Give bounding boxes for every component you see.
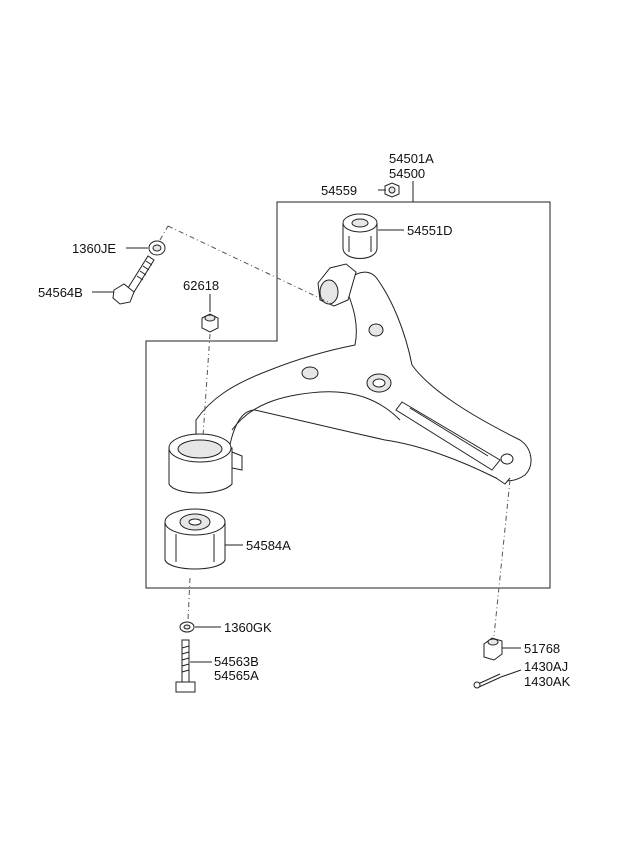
washer-1360JE [148, 240, 166, 256]
lower-control-arm [195, 271, 532, 485]
label-54500: 54500 [389, 166, 425, 181]
cotter-pin-1430AJ [473, 673, 502, 689]
bolt-54564B [112, 255, 155, 305]
front-bushing-housing [168, 433, 243, 494]
rear-bushing-in-arm [317, 263, 357, 307]
bushing-54584A [164, 508, 226, 570]
label-54563B: 54563B [214, 654, 259, 669]
bolt-54563B [175, 639, 196, 693]
label-1360GK: 1360GK [224, 620, 272, 635]
label-1430AK: 1430AK [524, 674, 571, 689]
nut-51768 [483, 637, 503, 661]
washer-1360GK [179, 621, 195, 633]
assembly-outline [145, 201, 551, 589]
label-54565A: 54565A [214, 668, 259, 683]
bushing-54551D [342, 213, 378, 259]
label-54584A: 54584A [246, 538, 291, 553]
label-62618: 62618 [183, 278, 219, 293]
label-1360JE: 1360JE [72, 241, 116, 256]
label-1430AJ: 1430AJ [524, 659, 568, 674]
label-54564B: 54564B [38, 285, 83, 300]
label-54551D: 54551D [407, 223, 453, 238]
nut-54559 [384, 182, 400, 198]
label-54501A: 54501A [389, 151, 434, 166]
nut-62618 [201, 313, 219, 333]
label-51768: 51768 [524, 641, 560, 656]
label-54559: 54559 [321, 183, 357, 198]
